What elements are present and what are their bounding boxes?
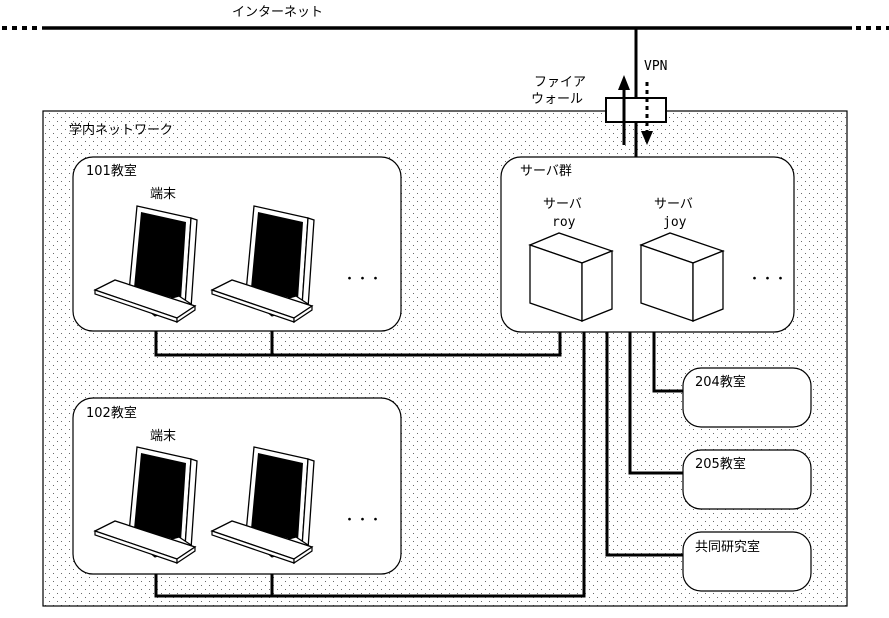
room-204	[682, 367, 812, 428]
room-205	[682, 449, 812, 510]
shared-research-room-label: 共同研究室	[695, 539, 760, 555]
vpn-label: VPN	[644, 59, 667, 74]
shared-research-room	[682, 531, 812, 592]
server-roy-name: roy	[552, 215, 576, 230]
room-102-label: 102教室	[86, 405, 137, 421]
server-roy-type-label: サーバ	[543, 197, 582, 212]
room-101-label: 101教室	[86, 163, 137, 179]
room-101	[72, 156, 402, 332]
room-102-terminal-label: 端末	[150, 429, 176, 444]
firewall-box	[605, 97, 667, 123]
server-roy-icon	[529, 232, 613, 322]
vpn-inbound-arrow-icon	[641, 82, 653, 145]
firewall-label-line1: ファイア	[534, 75, 586, 90]
server-group-label: サーバ群	[520, 164, 572, 179]
server-joy-type-label: サーバ	[654, 197, 693, 212]
firewall-label-line2: ウォール	[531, 92, 583, 107]
outbound-arrow-icon	[618, 75, 630, 145]
room-101-ellipsis: ・・・	[343, 272, 382, 287]
room-102-ellipsis: ・・・	[343, 513, 382, 528]
server-group-ellipsis: ・・・	[748, 272, 787, 287]
campus-network-label: 学内ネットワーク	[69, 122, 173, 138]
room-102	[72, 397, 402, 575]
server-joy-icon	[640, 232, 724, 322]
room-101-terminal-label: 端末	[150, 187, 176, 202]
room-205-label: 205教室	[695, 456, 746, 472]
room-204-label: 204教室	[695, 374, 746, 390]
internet-label: インターネット	[232, 5, 323, 20]
server-joy-name: joy	[663, 215, 687, 230]
